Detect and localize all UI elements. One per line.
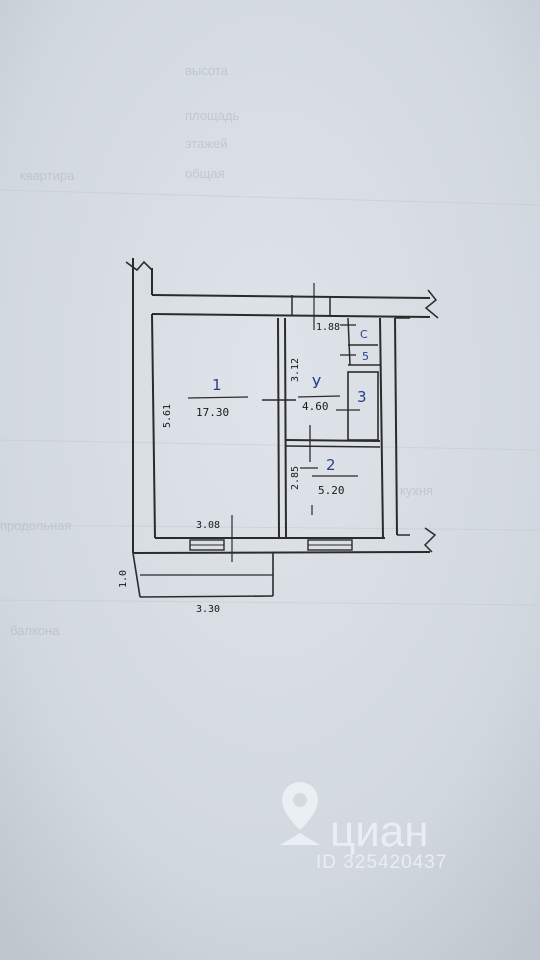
room-3-number: 3 bbox=[357, 388, 367, 406]
background-form: высота площадь этажей общая квартира кух… bbox=[0, 63, 540, 638]
ghost-text-5: квартира bbox=[20, 168, 75, 183]
dimensions: 5.61 3.12 2.85 1.88 3.08 3.30 1.0 bbox=[118, 322, 340, 615]
ghost-text-6: кухня bbox=[400, 483, 433, 498]
walls bbox=[125, 258, 439, 598]
ghost-text-7: продольная bbox=[0, 518, 72, 533]
watermark: циан ID 325420437 bbox=[280, 782, 447, 873]
watermark-brand: циан bbox=[330, 807, 429, 856]
ghost-text-3: этажей bbox=[185, 136, 228, 151]
room-4-area: 4.60 bbox=[302, 400, 329, 413]
dim-hall-height: 3.12 bbox=[290, 358, 301, 382]
watermark-id: ID 325420437 bbox=[316, 852, 447, 873]
dim-top-right: 1.88 bbox=[316, 322, 340, 333]
dim-balcony-width: 3.30 bbox=[196, 604, 220, 615]
dim-room1-height: 5.61 bbox=[162, 404, 173, 428]
pin-icon bbox=[280, 782, 320, 845]
room-c-number: С bbox=[360, 328, 368, 341]
room-4-number: У bbox=[312, 374, 321, 392]
ghost-text-4: общая bbox=[185, 166, 225, 181]
room-2-number: 2 bbox=[326, 456, 336, 474]
room-labels: 1 17.30 У 4.60 2 5.20 3 С 5 bbox=[187, 328, 369, 497]
dim-room1-width: 3.08 bbox=[196, 520, 220, 531]
ghost-text-8: балкона bbox=[10, 623, 60, 638]
room-1-area: 17.30 bbox=[196, 406, 229, 419]
ghost-text-1: высота bbox=[185, 63, 229, 78]
room-5-number: 5 bbox=[362, 350, 369, 363]
room-1-number: 1 bbox=[212, 376, 222, 394]
ghost-text-2: площадь bbox=[185, 108, 240, 123]
room-2-area: 5.20 bbox=[318, 484, 345, 497]
dim-balcony-depth: 1.0 bbox=[118, 570, 129, 588]
dim-room2-height: 2.85 bbox=[290, 466, 301, 490]
